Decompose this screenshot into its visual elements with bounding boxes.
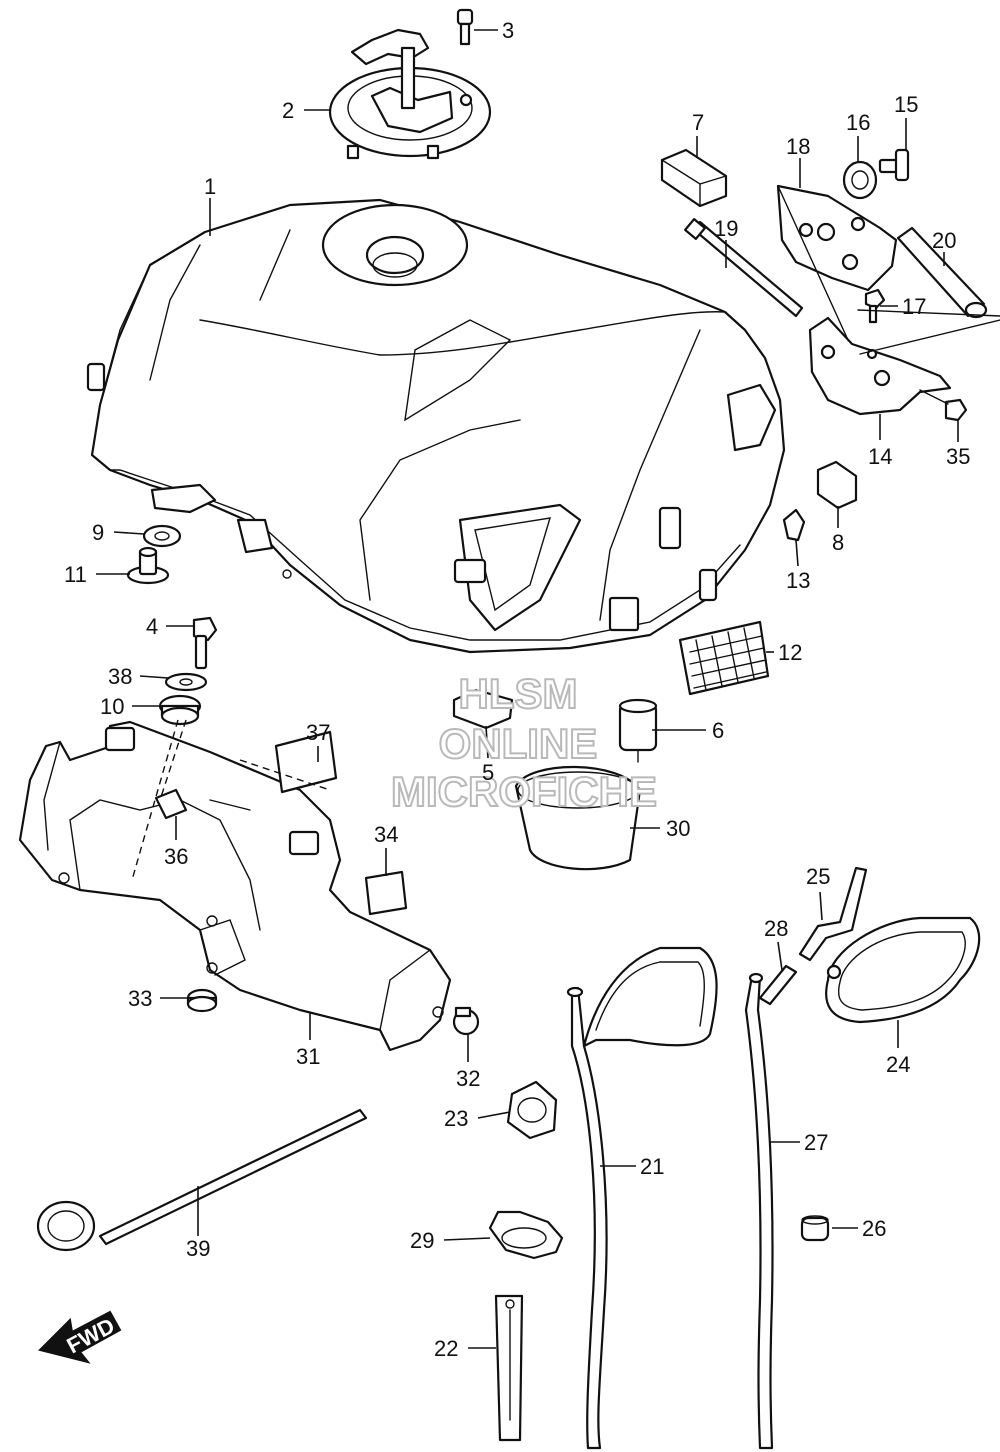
callout-1[interactable]: 1 <box>204 174 216 199</box>
callout-18[interactable]: 18 <box>786 134 810 159</box>
callout-33[interactable]: 33 <box>128 986 152 1011</box>
part-21-hose[interactable] <box>566 946 718 1450</box>
part-22-strap[interactable] <box>494 1294 524 1442</box>
callout-7[interactable]: 7 <box>692 110 704 135</box>
part-18-bracket[interactable] <box>776 184 898 292</box>
part-7-cushion[interactable] <box>660 148 728 208</box>
watermark: HLSM ONLINE MICROFICHE <box>390 669 658 816</box>
callout-21[interactable]: 21 <box>640 1154 664 1179</box>
callout-19[interactable]: 19 <box>714 216 738 241</box>
callout-12[interactable]: 12 <box>778 640 802 665</box>
callout-28[interactable]: 28 <box>764 916 788 941</box>
callout-25[interactable]: 25 <box>806 864 830 889</box>
callout-2[interactable]: 2 <box>282 98 294 123</box>
part-31-tray[interactable] <box>18 720 452 1052</box>
callout-8[interactable]: 8 <box>832 530 844 555</box>
part-14-bracket[interactable] <box>808 316 952 416</box>
part-38-washer[interactable] <box>164 672 208 692</box>
part-1-fuel-tank[interactable] <box>86 198 786 654</box>
part-25-hose[interactable] <box>798 866 868 962</box>
part-4-bolt[interactable] <box>192 616 218 670</box>
fwd-arrow: FWD <box>38 1310 122 1364</box>
callout-26[interactable]: 26 <box>862 1216 886 1241</box>
leader-lines <box>96 29 959 1349</box>
part-34-pad[interactable] <box>364 870 408 916</box>
part-16-grommet[interactable] <box>842 160 878 200</box>
part-39-rod[interactable] <box>36 1108 368 1252</box>
part-12-mesh-pad[interactable] <box>678 620 770 696</box>
assembly-lines-upper <box>777 185 1000 405</box>
part-30-band[interactable] <box>514 765 642 871</box>
part-27-hose[interactable] <box>744 972 774 1450</box>
callout-31[interactable]: 31 <box>296 1044 320 1069</box>
callout-35[interactable]: 35 <box>946 444 970 469</box>
callout-22[interactable]: 22 <box>434 1336 458 1361</box>
callout-5[interactable]: 5 <box>482 760 494 785</box>
part-29-clamp[interactable] <box>488 1210 564 1260</box>
callout-23[interactable]: 23 <box>444 1106 468 1131</box>
part-9-grommet[interactable] <box>142 524 182 548</box>
part-13-clip[interactable] <box>782 508 806 542</box>
part-3-screw[interactable] <box>456 8 474 46</box>
part-17-bolt[interactable] <box>864 288 886 324</box>
part-11-collar[interactable] <box>126 546 170 585</box>
part-28-joint[interactable] <box>758 964 798 1006</box>
callout-16[interactable]: 16 <box>846 110 870 135</box>
part-15-bolt[interactable] <box>878 148 910 182</box>
callout-20[interactable]: 20 <box>932 228 956 253</box>
callout-4[interactable]: 4 <box>146 614 158 639</box>
part-5-cushion[interactable] <box>452 688 514 730</box>
watermark-line-2: ONLINE <box>439 720 598 767</box>
callout-9[interactable]: 9 <box>92 520 104 545</box>
callout-17[interactable]: 17 <box>902 294 926 319</box>
assembly-lines-left <box>131 719 331 881</box>
callout-6[interactable]: 6 <box>712 718 724 743</box>
callout-14[interactable]: 14 <box>868 444 892 469</box>
part-6-cushion[interactable] <box>618 698 658 763</box>
callout-37[interactable]: 37 <box>306 720 330 745</box>
fwd-label: FWD <box>63 1313 119 1359</box>
part-20-pipe[interactable] <box>896 226 988 319</box>
callout-34[interactable]: 34 <box>374 822 398 847</box>
part-8-cushion[interactable] <box>816 460 858 510</box>
callout-29[interactable]: 29 <box>410 1228 434 1253</box>
callout-numbers: 3 2 1 7 18 16 15 19 20 17 14 35 8 13 12 … <box>64 18 970 1361</box>
callout-10[interactable]: 10 <box>100 694 124 719</box>
part-32-clip[interactable] <box>452 1006 480 1036</box>
part-2-fuel-cap[interactable] <box>328 28 492 160</box>
part-19-long-bolt[interactable] <box>684 218 804 318</box>
callout-13[interactable]: 13 <box>786 568 810 593</box>
callout-3[interactable]: 3 <box>502 18 514 43</box>
watermark-line-3: MICROFICHE <box>391 768 657 815</box>
callout-38[interactable]: 38 <box>108 664 132 689</box>
callout-39[interactable]: 39 <box>186 1236 210 1261</box>
callout-27[interactable]: 27 <box>804 1130 828 1155</box>
callout-15[interactable]: 15 <box>894 92 918 117</box>
part-36-pad[interactable] <box>154 788 188 820</box>
part-33-grommet[interactable] <box>186 988 218 1013</box>
callout-36[interactable]: 36 <box>164 844 188 869</box>
callout-11[interactable]: 11 <box>64 562 87 587</box>
part-35-nut[interactable] <box>944 398 968 422</box>
callout-32[interactable]: 32 <box>456 1066 480 1091</box>
part-24-hose[interactable] <box>825 916 981 1024</box>
watermark-line-1: HLSM <box>459 670 578 717</box>
callout-30[interactable]: 30 <box>666 816 690 841</box>
part-23-clamp[interactable] <box>506 1080 558 1140</box>
part-26-cap[interactable] <box>800 1215 830 1242</box>
callout-24[interactable]: 24 <box>886 1052 910 1077</box>
part-10-grommet[interactable] <box>158 694 202 726</box>
